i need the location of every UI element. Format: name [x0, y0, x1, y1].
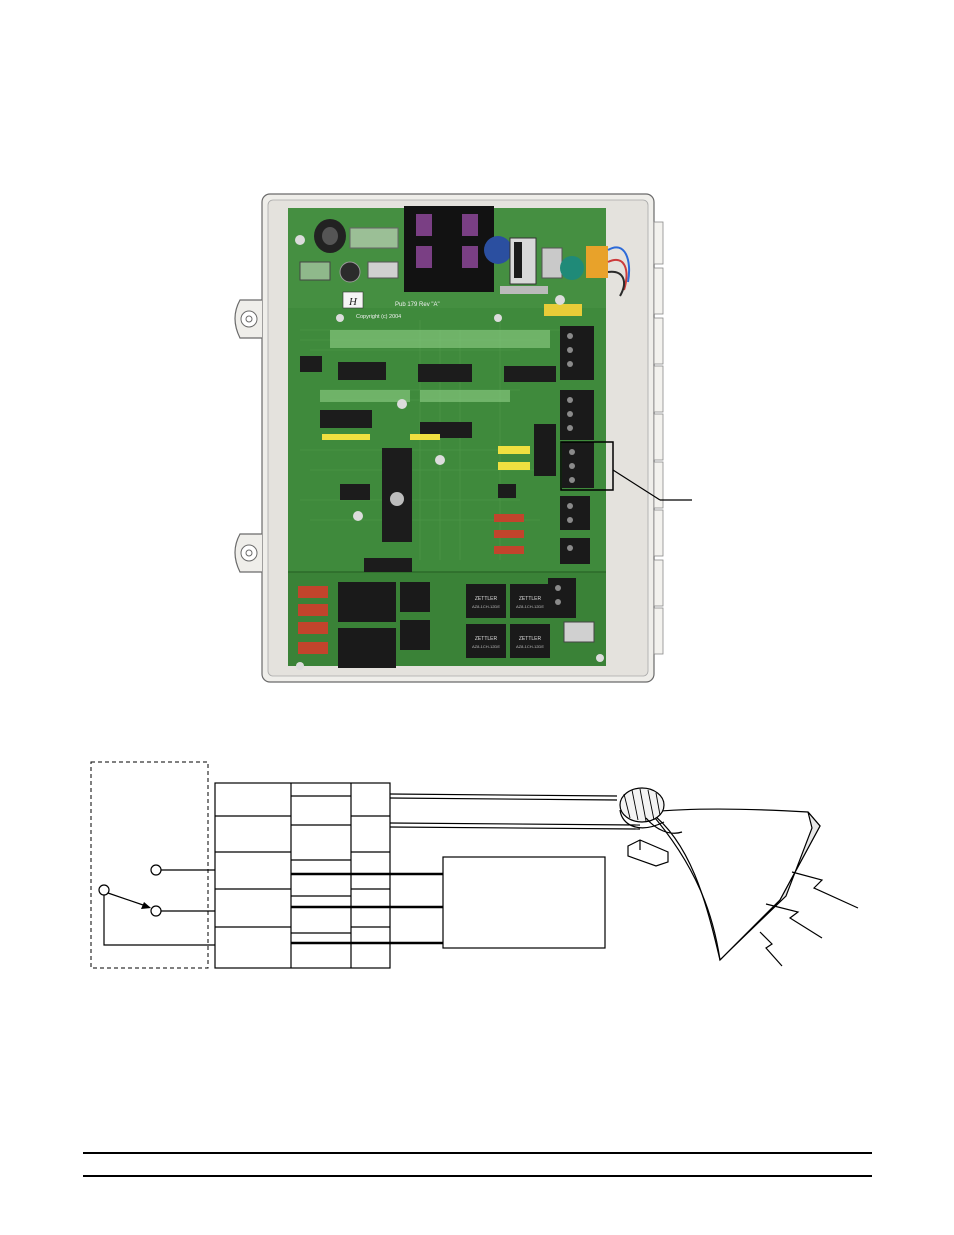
switch-contact-common: [150, 905, 162, 917]
horn-icon: [619, 787, 859, 967]
relay-label: ZETTLER: [475, 636, 498, 642]
switch-blade: [107, 892, 147, 907]
board-model-label: Pub 179 Rev "A": [395, 302, 440, 308]
red-components: [494, 514, 524, 554]
capacitor-blue: [484, 236, 512, 264]
callout-leader: [612, 469, 661, 501]
module-box: [442, 856, 606, 949]
relays: ZETTLER ZETTLER ZETTLER ZETTLER AZ8-1CH-…: [466, 584, 550, 658]
board-logo: H: [348, 296, 358, 308]
regulator-1: [416, 214, 432, 236]
top-components: H Pub 179 Rev "A" Copyright (c) 2004: [299, 206, 630, 320]
circuit-board-photo: H Pub 179 Rev "A" Copyright (c) 2004: [234, 193, 692, 683]
switch-pivot: [98, 884, 110, 896]
relay-sublabel: AZ8-1CH-12DE: [472, 604, 500, 609]
relay-label: ZETTLER: [519, 636, 542, 642]
footer-rule-bottom: [83, 1175, 872, 1177]
relay-sublabel: AZ8-1CH-12DE: [472, 644, 500, 649]
switch: [98, 864, 215, 946]
bottom-components: ZETTLER ZETTLER ZETTLER ZETTLER AZ8-1CH-…: [295, 235, 604, 670]
horn-wires: [389, 793, 641, 830]
relay-block: [534, 424, 556, 476]
board-copyright-label: Copyright (c) 2004: [356, 314, 401, 320]
relay-sublabel: AZ8-1CH-12DE: [516, 644, 544, 649]
relay-sublabel: AZ8-1CH-12DE: [516, 604, 544, 609]
terminal-highlight-box: [560, 441, 614, 491]
switch-contact-normally-open: [150, 864, 162, 876]
relay-label: ZETTLER: [475, 596, 498, 602]
switch-arrow: [141, 902, 151, 909]
module-wires: [351, 872, 443, 945]
terminal-strip: [214, 782, 391, 969]
silkscreen-pattern: [320, 330, 550, 402]
terminal-orange: [586, 246, 608, 278]
ic-chips: [300, 356, 556, 572]
fuse: [298, 586, 328, 598]
switch-enclosure: [90, 761, 209, 969]
footer-rule-top: [83, 1152, 872, 1154]
terminal-blocks-right: [548, 326, 594, 618]
capacitor-green: [560, 256, 584, 280]
relay-label: ZETTLER: [519, 596, 542, 602]
